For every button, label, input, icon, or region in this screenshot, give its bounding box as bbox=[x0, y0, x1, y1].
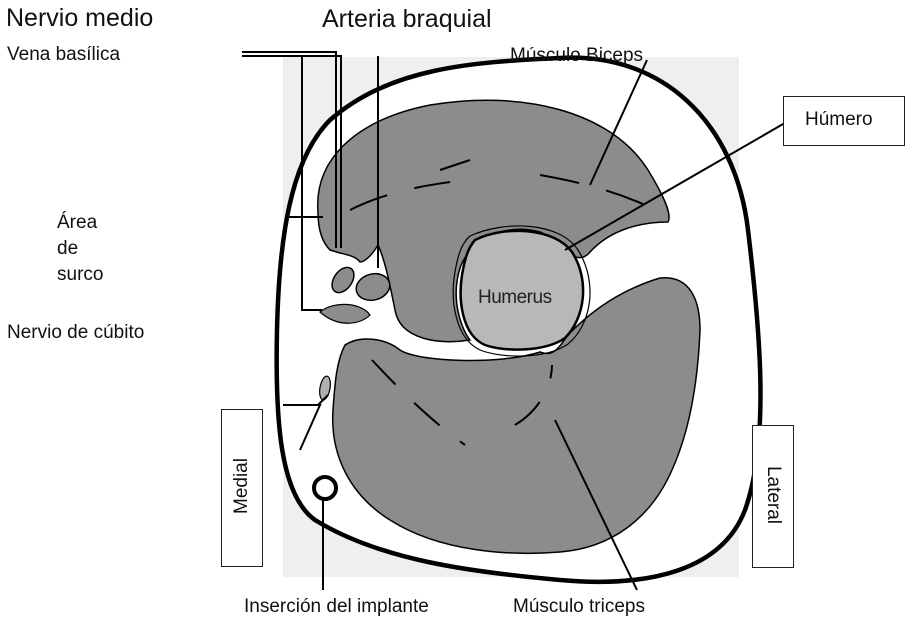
medial-label-box: Medial bbox=[221, 409, 263, 567]
label-implant-insertion: Inserción del implante bbox=[244, 596, 429, 618]
label-humerus-bone: Humerus bbox=[478, 287, 552, 309]
label-lateral: Lateral bbox=[762, 459, 784, 531]
implant-circle bbox=[314, 477, 336, 499]
label-groove-area-3: surco bbox=[57, 264, 103, 286]
label-groove-area-1: Área bbox=[57, 212, 97, 234]
label-medial: Medial bbox=[231, 452, 253, 520]
humerus-label-box: Húmero bbox=[783, 96, 905, 146]
label-basilic-vein: Vena basílica bbox=[7, 44, 120, 66]
label-ulnar-nerve: Nervio de cúbito bbox=[7, 322, 144, 344]
label-biceps: Músculo Biceps bbox=[510, 45, 643, 67]
label-brachial-artery: Arteria braquial bbox=[322, 5, 492, 34]
label-humerus: Húmero bbox=[805, 109, 873, 131]
label-groove-area-2: de bbox=[57, 238, 78, 260]
label-triceps: Músculo triceps bbox=[513, 596, 645, 618]
label-median-nerve: Nervio medio bbox=[6, 4, 153, 33]
lateral-label-box: Lateral bbox=[752, 425, 794, 568]
